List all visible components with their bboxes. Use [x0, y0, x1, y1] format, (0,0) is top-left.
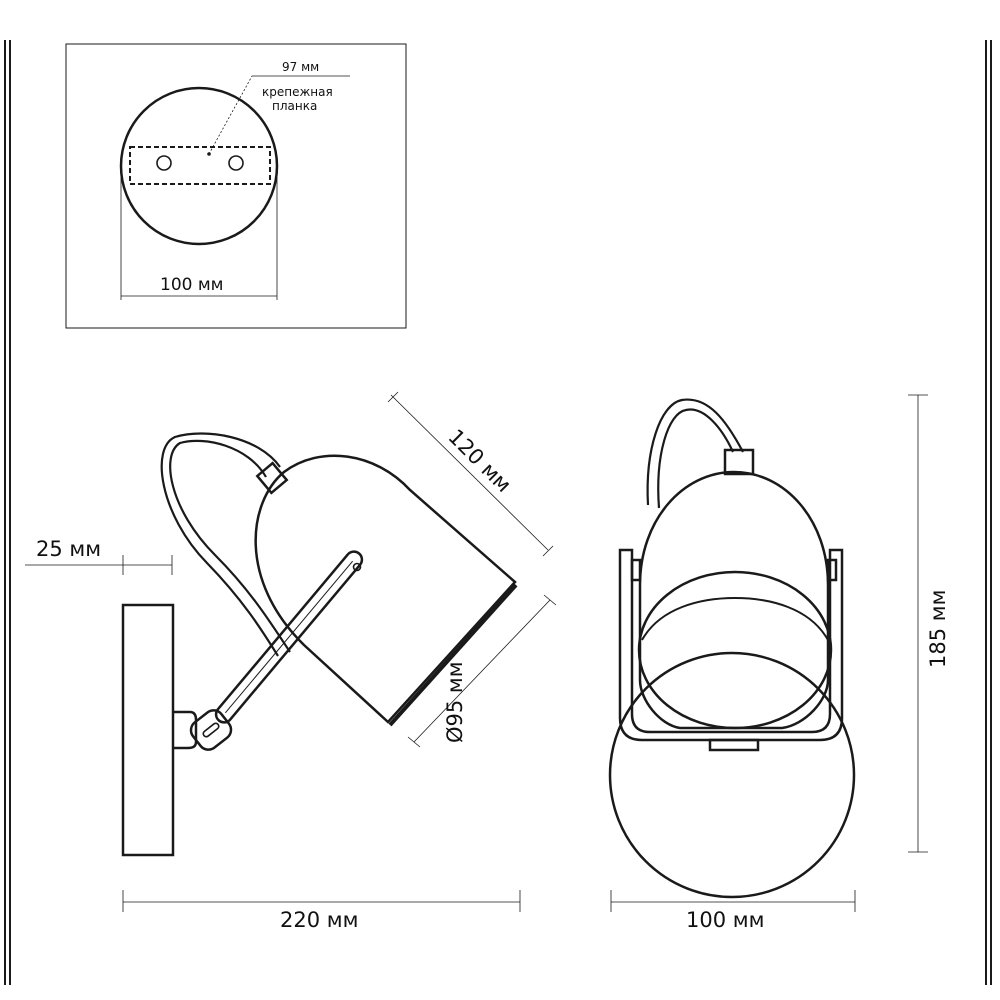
page-frame	[4, 40, 992, 985]
front-stem	[708, 738, 760, 752]
shade-length-label: 120 мм	[443, 425, 515, 497]
pivot-knob	[189, 709, 233, 751]
offset-label: 25 мм	[36, 537, 101, 561]
mounting-plate-outline	[129, 146, 271, 185]
cable-gland	[255, 461, 289, 495]
front-cable-gland	[723, 448, 755, 476]
plate-name-line1: крепежная	[262, 85, 333, 99]
base-diameter-label: 100 мм	[160, 275, 224, 295]
plate-name-line2: планка	[272, 99, 317, 113]
base-plate-inset	[65, 43, 407, 329]
plate-leader	[208, 75, 253, 155]
side-view	[25, 391, 557, 912]
wall-base	[121, 603, 175, 857]
mounting-hole-left	[156, 155, 172, 171]
total-depth-label: 220 мм	[280, 908, 358, 932]
front-view	[608, 394, 928, 912]
front-shade	[638, 470, 830, 730]
mounting-hole-right	[228, 155, 244, 171]
total-width-label: 100 мм	[686, 908, 764, 932]
arm	[214, 550, 364, 724]
front-cable	[646, 398, 744, 506]
total-height-label: 185 мм	[926, 590, 950, 668]
front-base-disk	[608, 651, 856, 899]
cable	[169, 439, 291, 653]
plate-width-label: 97 мм	[282, 60, 319, 74]
fork-bracket	[618, 548, 844, 742]
shade-diameter-label: Ø95 мм	[443, 661, 467, 743]
arm-screw	[352, 562, 362, 572]
base-circle	[119, 86, 279, 246]
shade-opening	[637, 570, 833, 730]
shade	[254, 454, 517, 724]
